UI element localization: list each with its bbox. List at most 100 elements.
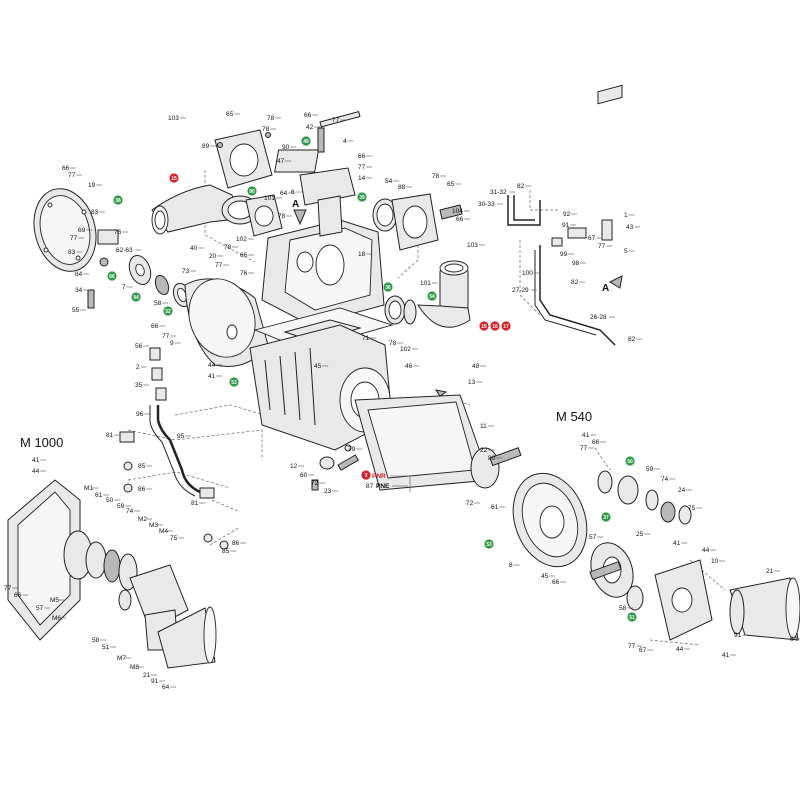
part-number-label: 54 [385,178,393,185]
part-number-label: 81 [191,500,199,507]
part-number-label: 18 [358,251,366,258]
kit-badge: 50 [625,456,635,466]
part-number-label: 77 [332,117,340,124]
part-number-label: 66 [240,252,248,259]
part-number-label: 71 [362,335,370,342]
part-number-label: 98 [572,260,580,267]
part-number-label: 75 [170,535,178,542]
part-number-label: 64 [162,684,170,691]
part-number-label: 80 [488,455,496,462]
part-number-label: 81 [106,432,114,439]
part-number-label: 27-29 [512,287,529,294]
kit-badge: 53 [484,539,494,549]
part-number-label: 69 [78,227,86,234]
part-number-label: 67 [639,647,647,654]
part-number-label: 73 [182,268,190,275]
part-number-label: M6 [52,615,61,622]
part-number-label: 22 [480,447,488,454]
part-number-label: 6 [291,189,295,196]
kit-badge-number: 53 [231,380,237,386]
kit-badge-number: 50 [627,459,633,465]
part-number-label: 9 [170,340,174,347]
part-number-label: 74 [661,476,669,483]
part-number-label: 103 [168,115,179,122]
part-number-label: 74 [126,508,134,515]
kit-badge-number: 51 [629,615,635,621]
part-number-label: 31-32 [490,189,507,196]
part-number-label: 12 [290,463,298,470]
kit-badge-number: 15 [171,176,177,182]
kit-badge-circle [361,470,371,480]
pnr-tag: PNR [372,473,386,480]
kit-badge-circle [357,192,367,202]
kit-badge: 37 [601,512,611,522]
part-number-label: 64 [790,636,798,643]
part-number-label: 41 [32,457,40,464]
part-number-label: 85 [222,548,230,555]
part-number-label: 85 [138,463,146,470]
part-number-label: 59 [117,503,125,510]
kit-badge: 16 [490,321,500,331]
part-number-label: 77 [358,164,366,171]
part-number-label: 77 [4,585,12,592]
pne-tag: PNE [376,483,390,490]
part-number-label: 84 [75,271,83,278]
kit-badge-circle [229,377,239,387]
part-number-label: M8 [130,664,139,671]
kit-badge-number: 36 [385,285,391,291]
part-number-label: M5 [50,597,59,604]
part-number-label: 104 [452,208,463,215]
part-number-label: 58 [154,300,162,307]
kit-badge-number: 54 [429,294,435,300]
part-number-label: 58 [619,605,627,612]
part-number-label: 95 [177,433,185,440]
kit-badge-number: 90 [249,189,255,195]
kit-badge-circle [627,612,637,622]
part-number-label: 19 [88,182,96,189]
part-number-label: 78 [432,173,440,180]
kit-badge: 53 [229,377,239,387]
part-number-label: 30-33 [478,201,495,208]
part-number-label: 77 [215,262,223,269]
part-number-label: 90 [282,144,290,151]
kit-badge-circle [601,512,611,522]
kit-badge-circle [625,456,635,466]
part-number-label: 43 [626,224,634,231]
kit-badge: 38 [113,195,123,205]
part-number-label: 77 [162,333,170,340]
model-tag-group: PNR PNE 87 [366,473,411,492]
part-number-label: M3 [149,522,158,529]
part-number-label: 4 [343,138,347,145]
kit-badge-circle [113,195,123,205]
part-number-label: 66 [14,592,22,599]
part-number-label: 66 [592,439,600,446]
part-number-label: 100 [522,270,533,277]
part-number-label: 86 [138,486,146,493]
part-number-label: 1 [624,212,628,219]
part-number-label: 77 [580,445,588,452]
part-number-label: 78 [389,340,397,347]
kit-badge-circle [490,321,500,331]
part-number-label: 66 [552,579,560,586]
part-number-label: 82 [517,183,525,190]
kit-badge-number: 39 [359,195,365,201]
part-number-label: 40 [190,245,198,252]
part-number-label: 2 [136,364,140,371]
part-number-label: 86 [232,540,240,547]
part-number-label: 75 [688,505,696,512]
part-number-label: 13 [468,379,476,386]
kit-badge-circle [169,173,179,183]
part-number-label: 101 [420,280,431,287]
part-number-label: 88 [398,184,406,191]
kit-badge-number: 66 [109,274,115,280]
kit-badge: 39 [357,192,367,202]
part-number-label: 57 [589,534,597,541]
part-number-label: 66 [62,165,70,172]
rotor [354,394,522,491]
inlet-flange [214,129,283,237]
kit-badge-circle [383,282,393,292]
kit-badge: 52 [163,306,173,316]
part-number-label: 44 [32,468,40,475]
